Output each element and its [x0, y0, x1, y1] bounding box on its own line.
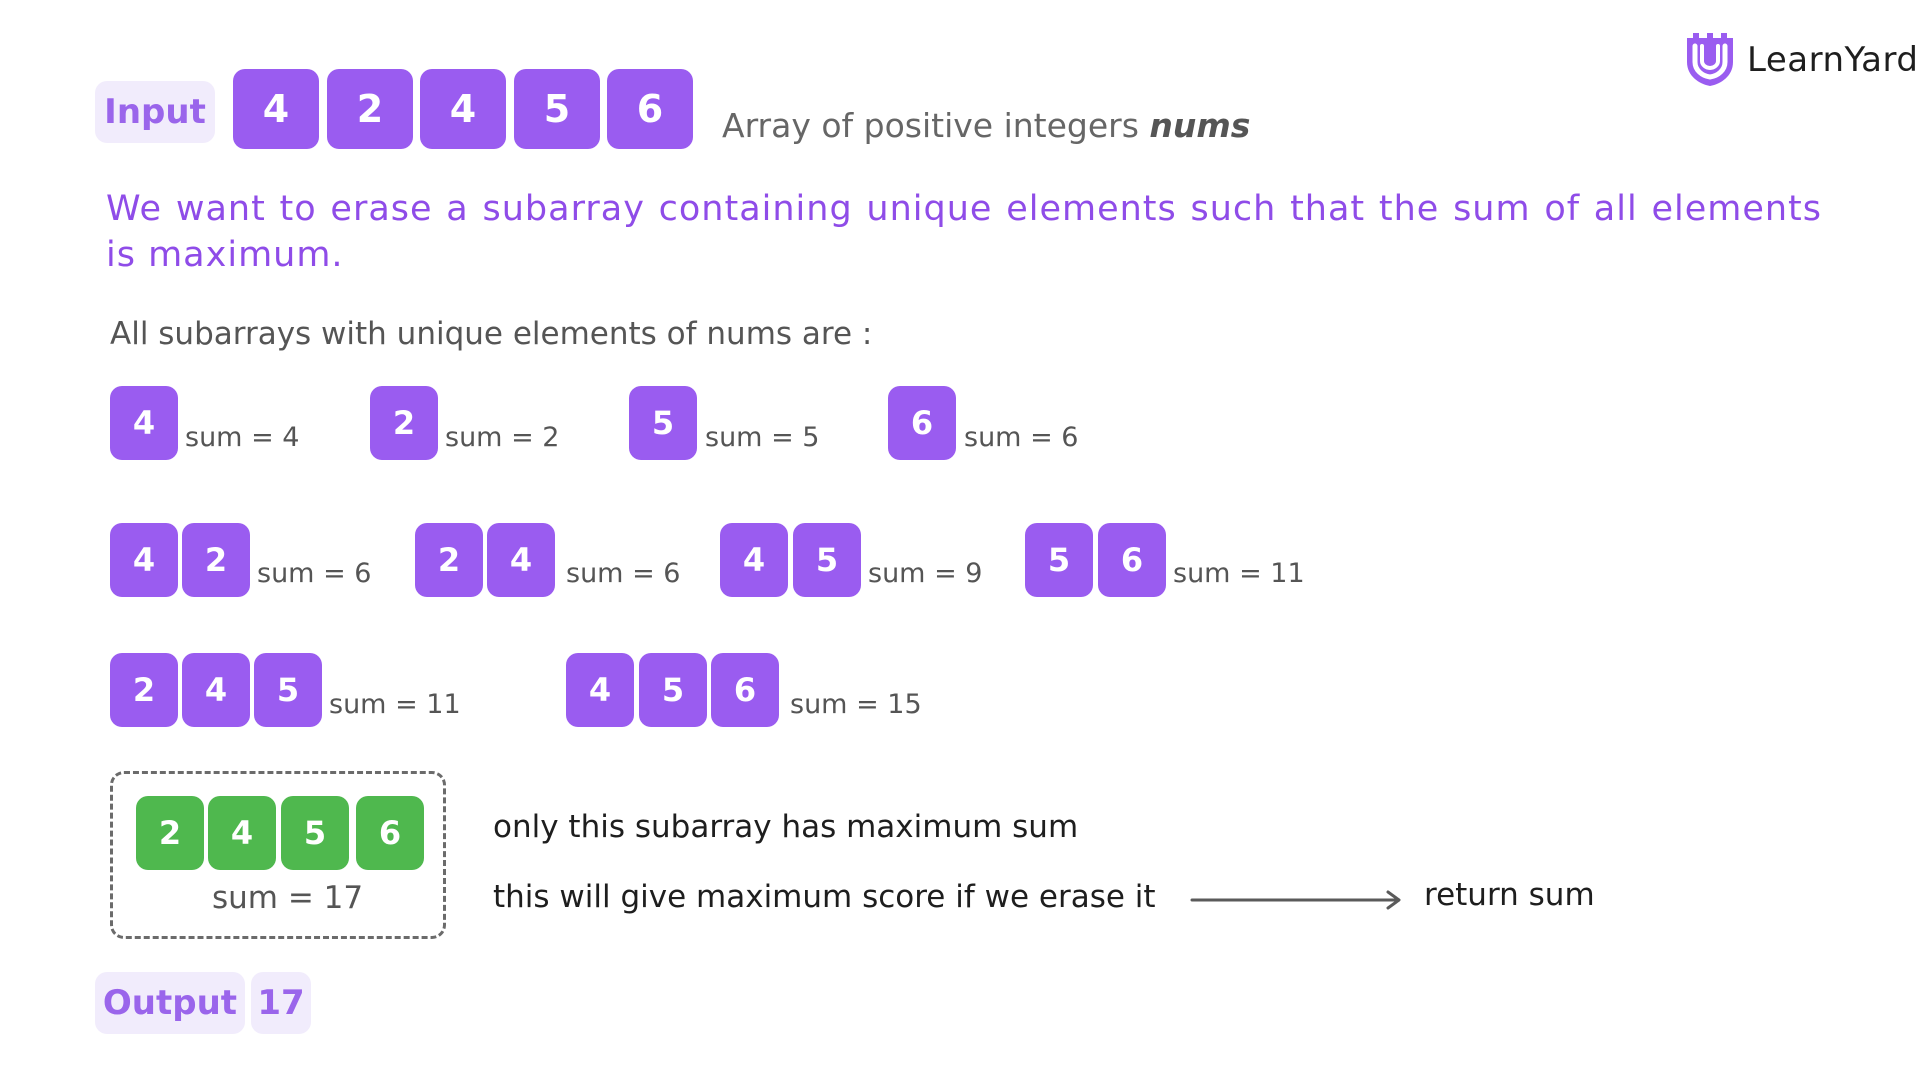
brand-name: LearnYard: [1747, 40, 1919, 80]
answer-note-2: this will give maximum score if we erase…: [493, 879, 1156, 915]
subarray-cell: 6: [711, 653, 779, 727]
subarray-cell: 4: [110, 523, 178, 597]
subarray-sum: sum = 2: [445, 422, 560, 453]
output-value: 17: [251, 972, 311, 1034]
answer-cell: 2: [136, 796, 204, 870]
subarray-sum: sum = 4: [185, 422, 300, 453]
input-cell: 4: [233, 69, 319, 149]
input-cell: 5: [514, 69, 600, 149]
subarray-sum: sum = 9: [868, 558, 983, 589]
subarrays-heading: All subarrays with unique elements of nu…: [110, 316, 873, 352]
subarray-cell: 4: [487, 523, 555, 597]
subarray-cell: 5: [629, 386, 697, 460]
answer-sum: sum = 17: [212, 880, 364, 916]
learnyard-logo: LearnYard: [1683, 32, 1918, 88]
result-text: return sum: [1424, 877, 1595, 913]
subarray-cell: 5: [793, 523, 861, 597]
input-cell: 2: [327, 69, 413, 149]
subarray-cell: 6: [1098, 523, 1166, 597]
subarray-cell: 5: [639, 653, 707, 727]
answer-note-1: only this subarray has maximum sum: [493, 809, 1079, 845]
subarray-cell: 4: [720, 523, 788, 597]
subarray-cell: 2: [110, 653, 178, 727]
subarray-cell: 5: [254, 653, 322, 727]
subarray-cell: 2: [370, 386, 438, 460]
input-description-text: Array of positive integers: [722, 106, 1150, 145]
input-label: Input: [95, 81, 215, 143]
subarray-cell: 4: [566, 653, 634, 727]
answer-cell: 4: [208, 796, 276, 870]
subarray-sum: sum = 11: [1173, 558, 1305, 589]
subarray-cell: 6: [888, 386, 956, 460]
subarray-cell: 5: [1025, 523, 1093, 597]
answer-cell: 5: [281, 796, 349, 870]
subarray-cell: 2: [182, 523, 250, 597]
answer-box: [110, 771, 446, 939]
input-description: Array of positive integers nums: [722, 106, 1250, 145]
subarray-cell: 4: [110, 386, 178, 460]
right-arrow-icon: [1190, 890, 1401, 910]
subarray-cell: 4: [182, 653, 250, 727]
input-cell: 6: [607, 69, 693, 149]
input-cell: 4: [420, 69, 506, 149]
subarray-sum: sum = 11: [329, 689, 461, 720]
subarray-sum: sum = 5: [705, 422, 820, 453]
subarray-sum: sum = 15: [790, 689, 922, 720]
subarray-sum: sum = 6: [566, 558, 681, 589]
input-variable-name: nums: [1149, 106, 1251, 145]
subarray-sum: sum = 6: [964, 422, 1079, 453]
subarray-cell: 2: [415, 523, 483, 597]
problem-statement: We want to erase a subarray containing u…: [106, 189, 1822, 275]
output-label: Output: [95, 972, 245, 1034]
subarray-sum: sum = 6: [257, 558, 372, 589]
answer-cell: 6: [356, 796, 424, 870]
shield-logo-icon: [1687, 33, 1733, 86]
